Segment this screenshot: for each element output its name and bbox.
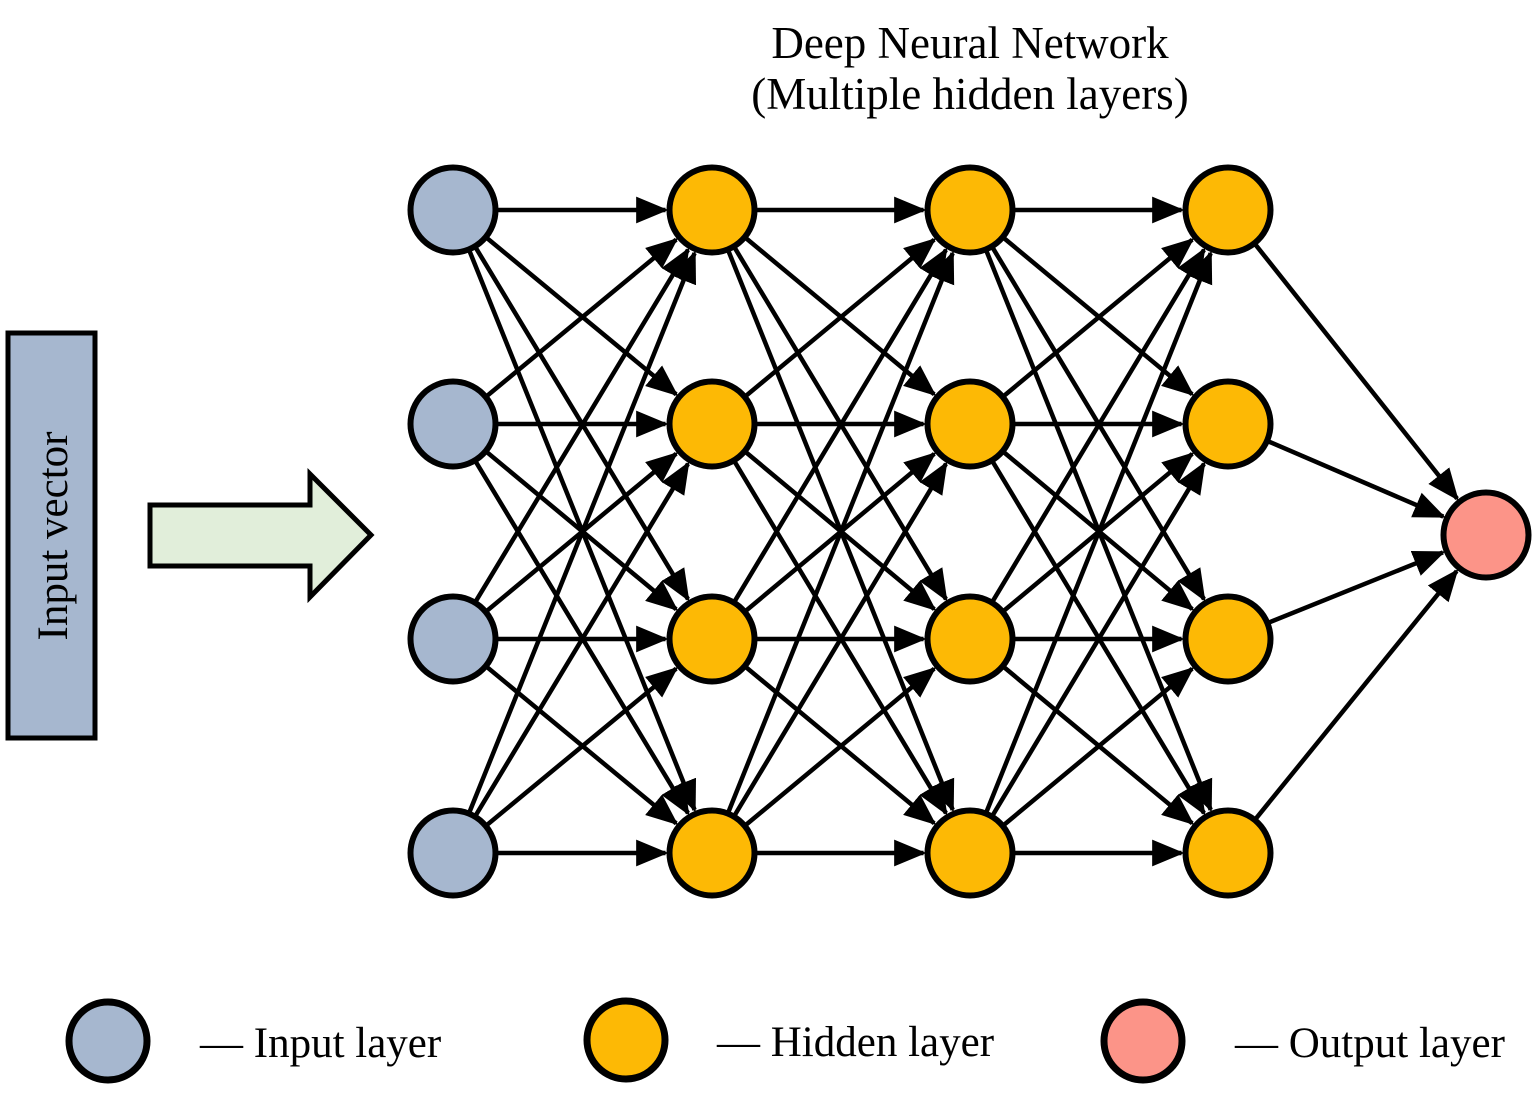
hidden-layer-1-node-2 bbox=[666, 378, 758, 470]
edge-input-layer-n3-to-hidden-layer-1-n2 bbox=[451, 451, 679, 641]
edge-hidden-layer-1-n1-to-hidden-layer-2-n4 bbox=[709, 209, 955, 813]
hidden-layer-3-node-4 bbox=[1182, 807, 1274, 899]
hidden-layer-3-node-2 bbox=[1182, 378, 1274, 470]
edge-hidden-layer-2-n4-to-hidden-layer-3-n1 bbox=[967, 250, 1213, 854]
hidden-layer-3-node-1 bbox=[1182, 164, 1274, 256]
input-feed-arrow-icon bbox=[147, 467, 375, 604]
edge-input-layer-n4-to-hidden-layer-1-n2 bbox=[451, 461, 690, 855]
hidden-layer-2-node-2 bbox=[924, 378, 1016, 470]
hidden-layer-1-node-4 bbox=[666, 807, 758, 899]
hidden-layer-2-node-3 bbox=[924, 593, 1016, 685]
edge-hidden-layer-1-n4-to-hidden-layer-2-n2 bbox=[710, 461, 948, 855]
edge-input-layer-n1-to-hidden-layer-1-n3 bbox=[451, 208, 690, 602]
input-vector-label: Input vector bbox=[30, 432, 77, 641]
hidden-layer-3-node-3 bbox=[1182, 593, 1274, 685]
legend: — Input layer — Hidden layer — Output la… bbox=[65, 997, 1505, 1084]
input-layer-node-3 bbox=[407, 593, 499, 685]
edge-input-layer-n2-to-hidden-layer-1-n1 bbox=[451, 237, 679, 426]
legend-hidden-label: — Hidden layer bbox=[716, 1019, 994, 1066]
edge-hidden-layer-3-n1-to-output-layer-n1 bbox=[1226, 208, 1459, 501]
edge-hidden-layer-2-n3-to-hidden-layer-3-n2 bbox=[968, 452, 1195, 641]
edge-hidden-layer-2-n3-to-hidden-layer-3-n4 bbox=[968, 637, 1195, 826]
edge-hidden-layer-2-n4-to-hidden-layer-3-n2 bbox=[968, 461, 1206, 855]
edge-input-layer-n1-to-hidden-layer-1-n2 bbox=[451, 208, 679, 397]
legend-item-hidden: — Hidden layer bbox=[583, 997, 994, 1083]
edge-input-layer-n1-to-hidden-layer-1-n4 bbox=[450, 209, 697, 813]
input-vector-box bbox=[5, 330, 98, 741]
edge-hidden-layer-2-n4-to-hidden-layer-3-n3 bbox=[968, 666, 1195, 855]
diagram-title-line2: (Multiple hidden layers) bbox=[751, 69, 1188, 119]
edge-hidden-layer-2-n2-to-hidden-layer-3-n3 bbox=[968, 422, 1195, 611]
edges-layer bbox=[450, 196, 1459, 867]
hidden-layer-2-node-1 bbox=[924, 164, 1016, 256]
edge-input-layer-n3-to-hidden-layer-1-n4 bbox=[451, 637, 679, 826]
legend-input-label: — Input layer bbox=[199, 1020, 441, 1067]
edge-hidden-layer-2-n1-to-hidden-layer-3-n2 bbox=[968, 208, 1195, 397]
edge-hidden-layer-2-n3-to-hidden-layer-3-n1 bbox=[968, 247, 1206, 641]
edge-hidden-layer-2-n2-to-hidden-layer-3-n4 bbox=[968, 422, 1206, 816]
legend-output-swatch bbox=[1100, 998, 1186, 1084]
edge-hidden-layer-1-n3-to-hidden-layer-2-n2 bbox=[710, 452, 937, 641]
hidden-layer-1-node-1 bbox=[666, 164, 758, 256]
edge-input-layer-n2-to-hidden-layer-1-n3 bbox=[451, 422, 679, 612]
hidden-layer-1-node-3 bbox=[666, 593, 758, 685]
edge-hidden-layer-2-n2-to-hidden-layer-3-n1 bbox=[968, 237, 1195, 426]
edge-hidden-layer-1-n1-to-hidden-layer-2-n2 bbox=[710, 208, 937, 397]
legend-hidden-swatch bbox=[583, 997, 669, 1083]
edge-hidden-layer-1-n4-to-hidden-layer-2-n3 bbox=[710, 666, 937, 855]
edge-input-layer-n4-to-hidden-layer-1-n3 bbox=[451, 666, 679, 855]
edge-input-layer-n4-to-hidden-layer-1-n1 bbox=[450, 250, 697, 854]
hidden-layer-2-node-4 bbox=[924, 807, 1016, 899]
edge-hidden-layer-2-n1-to-hidden-layer-3-n3 bbox=[968, 208, 1206, 602]
legend-input-swatch bbox=[65, 998, 151, 1084]
output-layer-node-1 bbox=[1440, 489, 1532, 581]
edge-hidden-layer-1-n2-to-hidden-layer-2-n1 bbox=[710, 237, 937, 426]
edge-hidden-layer-3-n4-to-output-layer-n1 bbox=[1226, 569, 1459, 855]
legend-output-label: — Output layer bbox=[1234, 1020, 1505, 1067]
input-layer-node-2 bbox=[407, 378, 499, 470]
edge-hidden-layer-1-n1-to-hidden-layer-2-n3 bbox=[710, 208, 948, 602]
edge-hidden-layer-1-n3-to-hidden-layer-2-n4 bbox=[710, 637, 937, 826]
nodes-layer bbox=[407, 164, 1532, 899]
edge-hidden-layer-1-n2-to-hidden-layer-2-n4 bbox=[710, 422, 948, 816]
edge-hidden-layer-2-n1-to-hidden-layer-3-n4 bbox=[967, 209, 1213, 813]
edge-hidden-layer-1-n2-to-hidden-layer-2-n3 bbox=[710, 422, 937, 611]
input-layer-node-1 bbox=[407, 164, 499, 256]
edge-hidden-layer-1-n4-to-hidden-layer-2-n1 bbox=[709, 250, 955, 854]
diagram-title-line1: Deep Neural Network bbox=[771, 18, 1169, 68]
legend-item-input: — Input layer bbox=[65, 998, 441, 1084]
input-layer-node-4 bbox=[407, 807, 499, 899]
edge-hidden-layer-1-n3-to-hidden-layer-2-n1 bbox=[710, 247, 948, 641]
edge-input-layer-n2-to-hidden-layer-1-n4 bbox=[451, 422, 690, 816]
edge-input-layer-n3-to-hidden-layer-1-n1 bbox=[451, 247, 690, 641]
legend-item-output: — Output layer bbox=[1100, 998, 1505, 1084]
input-vector: Input vector bbox=[5, 330, 98, 741]
